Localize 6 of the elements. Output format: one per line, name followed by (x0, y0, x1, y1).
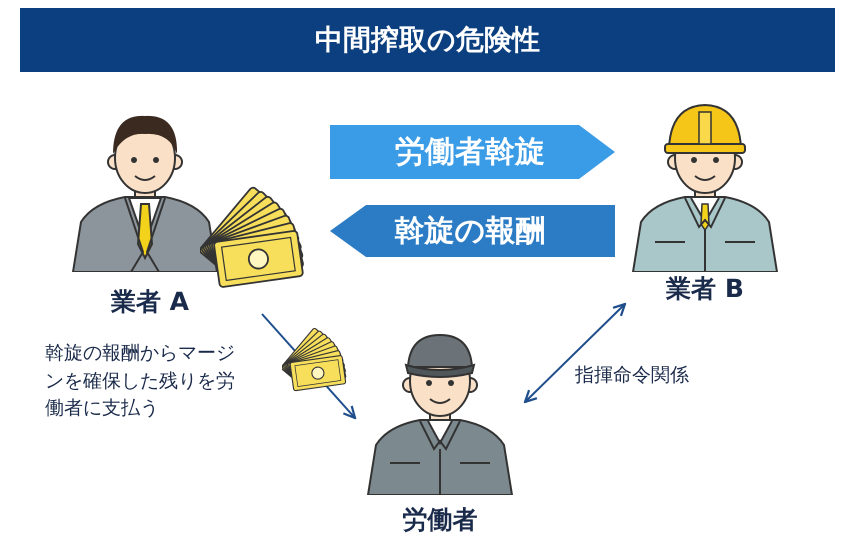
name-label: 労働者 (402, 504, 478, 536)
band-arrow (330, 125, 615, 179)
arrow (524, 302, 626, 404)
title-bar: 中間搾取の危険性 (20, 8, 835, 72)
name-label: 業者 B (666, 273, 744, 305)
name-label: 業者 A (110, 286, 190, 318)
